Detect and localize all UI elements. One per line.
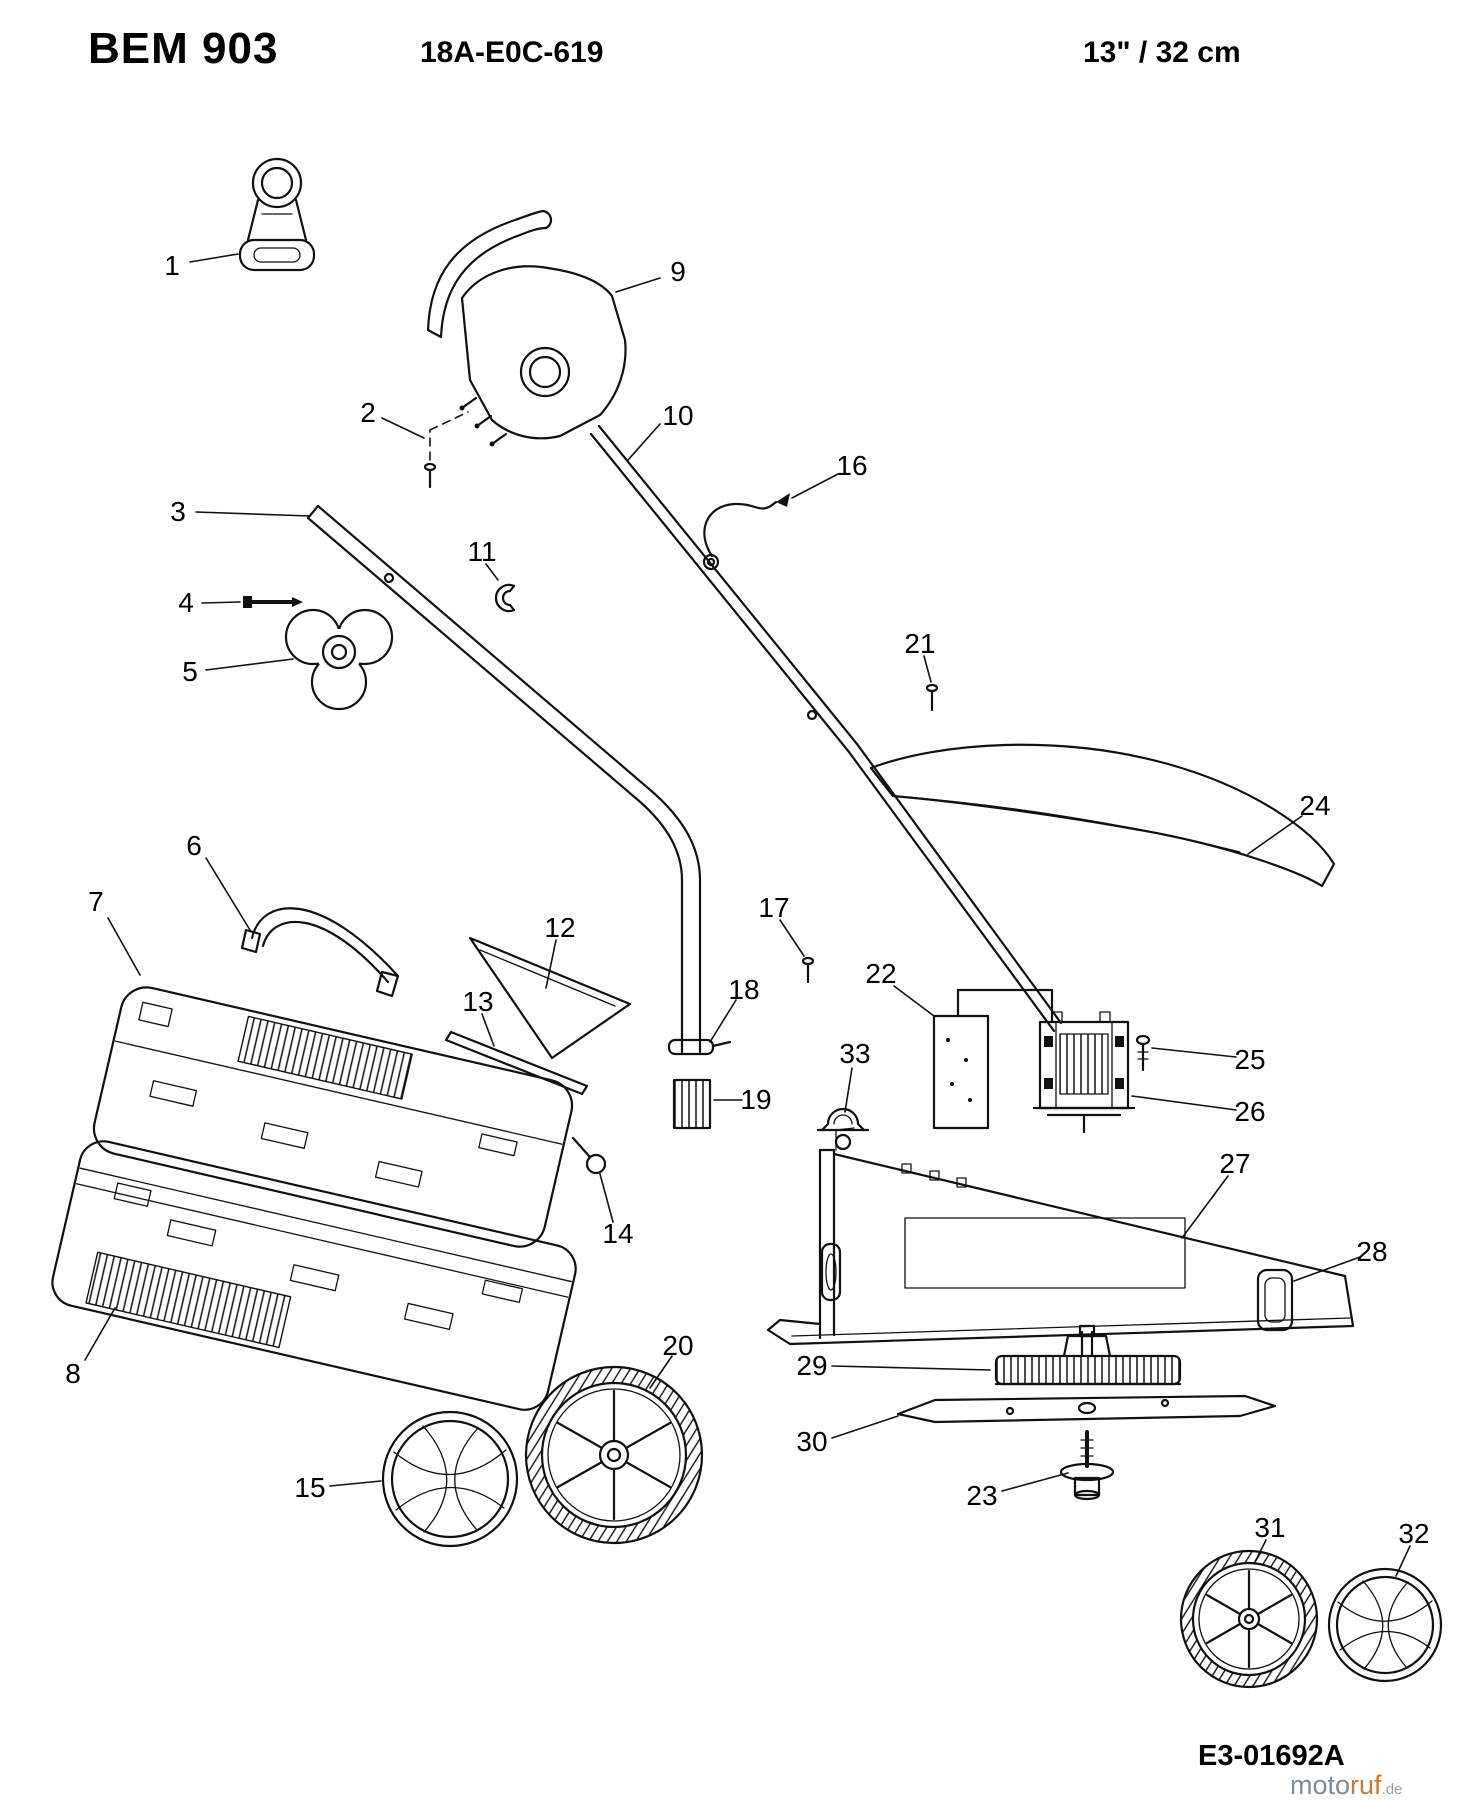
part-label-9: 9 <box>670 256 686 287</box>
part-label-22: 22 <box>865 958 897 989</box>
part-24-motor-hood <box>869 743 1336 888</box>
watermark-main: moto <box>1290 1770 1351 1800</box>
part-6-bag-handle <box>240 907 400 998</box>
part-label-6: 6 <box>186 830 202 861</box>
leader-lines <box>84 253 1411 1577</box>
part-label-8: 8 <box>65 1358 81 1389</box>
part-9-switch-housing <box>426 209 627 447</box>
part-number: 18A-E0C-619 <box>420 36 604 69</box>
part-5-star-knob <box>284 608 394 711</box>
part-label-33: 33 <box>839 1038 871 1069</box>
part-label-24: 24 <box>1299 790 1331 821</box>
part-label-11: 11 <box>467 536 497 567</box>
part-33-clip <box>816 1107 870 1132</box>
part-20-wheel <box>524 1365 704 1545</box>
watermark: motoruf.de <box>1290 1770 1402 1800</box>
watermark-accent: ruf <box>1350 1770 1382 1800</box>
part-label-31: 31 <box>1254 1512 1286 1543</box>
part-label-21: 21 <box>904 628 936 659</box>
part-23-blade-bolt <box>1059 1430 1115 1501</box>
part-label-30: 30 <box>796 1426 828 1457</box>
part-3-lower-handle <box>306 504 702 1054</box>
part-label-15: 15 <box>294 1472 326 1503</box>
model-title: BEM 903 <box>88 24 279 73</box>
part-label-18: 18 <box>728 974 760 1005</box>
part-label-28: 28 <box>1356 1236 1388 1267</box>
part-32-hub-cap <box>1327 1567 1443 1683</box>
diagram-code: E3-01692A <box>1198 1740 1345 1772</box>
part-25-screw <box>1135 1034 1151 1072</box>
part-29-fan <box>994 1324 1182 1386</box>
part-2-screw <box>423 411 469 489</box>
part-18-clamp <box>667 1038 732 1056</box>
part-11-cable-clip <box>494 583 516 613</box>
part-label-32: 32 <box>1398 1518 1430 1549</box>
part-label-17: 17 <box>758 892 790 923</box>
part-10-handle-tube <box>589 424 1063 1033</box>
size-label: 13" / 32 cm <box>1083 36 1241 69</box>
part-label-12: 12 <box>544 912 576 943</box>
part-7-catcher-top <box>92 986 574 1248</box>
part-label-1: 1 <box>164 250 180 281</box>
part-15-hub-cap <box>381 1410 519 1548</box>
part-label-23: 23 <box>966 1480 998 1511</box>
part-21-screw <box>925 683 939 712</box>
part-label-25: 25 <box>1234 1044 1266 1075</box>
part-label-7: 7 <box>88 886 104 917</box>
part-30-blade <box>896 1394 1277 1424</box>
part-16-cable <box>702 493 790 571</box>
part-label-14: 14 <box>602 1218 634 1249</box>
part-31-wheel <box>1179 1549 1319 1689</box>
part-12-deflector <box>468 936 632 1060</box>
part-label-27: 27 <box>1219 1148 1251 1179</box>
part-1-cable-guide <box>238 157 316 272</box>
part-19-sleeve <box>672 1078 712 1130</box>
part-label-2: 2 <box>360 397 376 428</box>
part-26-motor <box>1032 1011 1136 1134</box>
part-label-10: 10 <box>662 400 694 431</box>
part-label-20: 20 <box>662 1330 694 1361</box>
part-14-screw <box>571 1136 607 1175</box>
part-22-capacitor <box>932 988 1054 1130</box>
watermark-suffix: .de <box>1381 1781 1403 1798</box>
part-4-bolt <box>243 596 303 608</box>
part-28-bracket <box>1256 1268 1294 1332</box>
part-label-13: 13 <box>462 986 494 1017</box>
part-27-deck <box>766 1127 1355 1358</box>
part-label-19: 19 <box>740 1084 772 1115</box>
part-label-26: 26 <box>1234 1096 1266 1127</box>
part-13-rod <box>444 1030 589 1096</box>
part-label-4: 4 <box>178 587 194 618</box>
part-label-29: 29 <box>796 1350 828 1381</box>
part-8-catcher-bottom <box>51 1140 577 1411</box>
part-label-3: 3 <box>170 496 186 527</box>
part-label-16: 16 <box>836 450 868 481</box>
part-label-5: 5 <box>182 656 198 687</box>
part-17-screw <box>801 956 815 984</box>
